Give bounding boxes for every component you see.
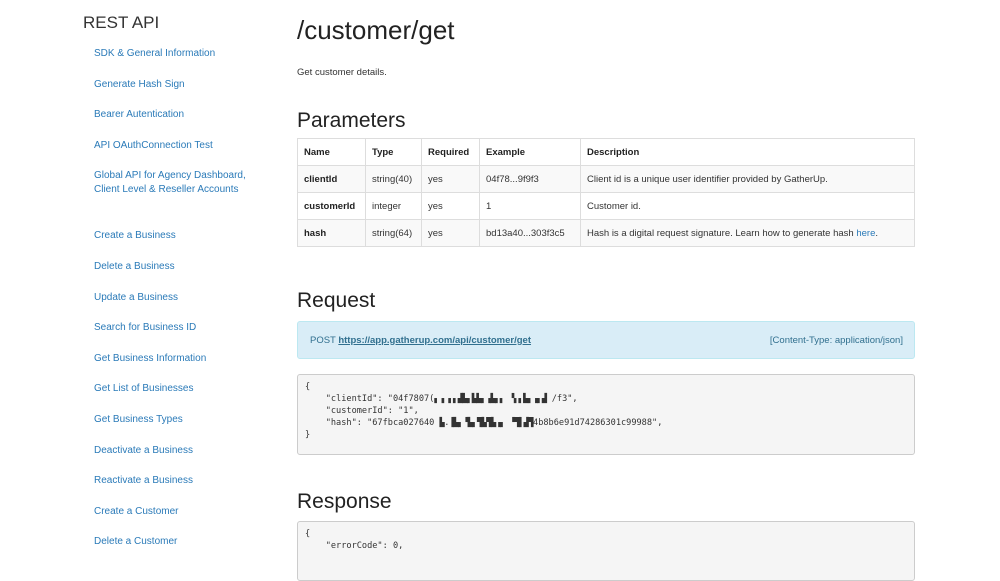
sidebar-link-create-customer[interactable]: Create a Customer	[94, 505, 179, 517]
request-heading: Request	[297, 289, 376, 312]
sidebar-nav: SDK & General Information Generate Hash …	[83, 45, 268, 564]
request-endpoint-bar: POST https://app.gatherup.com/api/custom…	[297, 321, 915, 359]
param-description-suffix: .	[875, 227, 878, 239]
param-type: integer	[365, 192, 422, 220]
column-header-description: Description	[580, 138, 915, 166]
param-required: yes	[421, 192, 480, 220]
sidebar-link-delete-business[interactable]: Delete a Business	[94, 260, 175, 272]
code-text: "hash": "67fbca027640	[305, 418, 435, 428]
parameters-table: Name Type Required Example Description c…	[297, 138, 915, 247]
page-title: /customer/get	[297, 15, 455, 45]
code-text: 4b8b6e91d74286301c99988",	[533, 418, 663, 428]
request-code-block[interactable]: { "clientId": "04f7807(▖▗ ▖▖▟▙▖▙▙▖▗▙▖▖ ▝…	[297, 374, 915, 455]
request-content-type: [Content-Type: application/json]	[769, 334, 903, 346]
sidebar-item: Get Business Information	[83, 350, 268, 381]
param-description: Client id is a unique user identifier pr…	[580, 165, 915, 193]
param-example: 1	[479, 192, 581, 220]
sidebar-link-get-list-of-businesses[interactable]: Get List of Businesses	[94, 383, 194, 395]
request-method: POST	[310, 334, 336, 346]
code-line: {	[305, 529, 311, 539]
code-line-hash: "hash": "67fbca027640 ▙.▐▙▖▝▙▖▜▙▜▙▗▖ ▝▜▌…	[305, 418, 663, 428]
table-header-row: Name Type Required Example Description	[297, 138, 915, 166]
param-description-text: Hash is a digital request signature. Lea…	[587, 227, 857, 239]
sidebar-item: Generate Hash Sign	[83, 76, 268, 107]
sidebar-link-search-business-id[interactable]: Search for Business ID	[94, 322, 197, 334]
sidebar-link-get-business-types[interactable]: Get Business Types	[94, 413, 183, 425]
param-name: hash	[297, 219, 366, 247]
sidebar-item: Update a Business	[83, 289, 268, 320]
sidebar-link-get-business-information[interactable]: Get Business Information	[94, 352, 207, 364]
response-heading: Response	[297, 490, 392, 513]
code-line: "customerId": "1",	[305, 406, 419, 416]
param-description: Hash is a digital request signature. Lea…	[580, 219, 915, 247]
code-text: "clientId": "04f7807(	[305, 394, 435, 404]
sidebar-link-sdk-general-information[interactable]: SDK & General Information	[94, 48, 216, 59]
code-line: {	[305, 382, 311, 392]
table-row: customerId integer yes 1 Customer id.	[297, 192, 915, 220]
sidebar-item: Get Business Types	[83, 411, 268, 442]
sidebar-item: Delete a Customer	[83, 533, 268, 564]
code-text: /f3",	[551, 394, 578, 404]
sidebar-link-global-api[interactable]: Global API for Agency Dashboard, Client …	[94, 170, 246, 196]
column-header-name: Name	[297, 138, 366, 166]
sidebar-item: Reactivate a Business	[83, 472, 268, 503]
param-name: clientId	[297, 165, 366, 193]
param-example: bd13a40...303f3c5	[479, 219, 581, 247]
param-required: yes	[421, 219, 480, 247]
sidebar-item: Deactivate a Business	[83, 442, 268, 473]
sidebar-link-deactivate-business[interactable]: Deactivate a Business	[94, 444, 193, 456]
sidebar-item: Bearer Autentication	[83, 106, 268, 137]
sidebar-item: SDK & General Information	[83, 45, 268, 76]
sidebar-link-create-business[interactable]: Create a Business	[94, 230, 176, 242]
main-content: /customer/get Get customer details. Para…	[297, 0, 915, 581]
page-description: Get customer details.	[297, 67, 387, 78]
table-row: clientId string(40) yes 04f78...9f9f3 Cl…	[297, 165, 915, 193]
column-header-required: Required	[421, 138, 480, 166]
sidebar-item: API OAuthConnection Test	[83, 137, 268, 168]
sidebar-item: Create a Business	[83, 227, 268, 258]
table-row: hash string(64) yes bd13a40...303f3c5 Ha…	[297, 219, 915, 247]
sidebar-link-generate-hash-sign[interactable]: Generate Hash Sign	[94, 78, 185, 90]
param-description: Customer id.	[580, 192, 915, 220]
sidebar-title: REST API	[83, 13, 160, 32]
redacted-value: ▖▗ ▖▖▟▙▖▙▙▖▗▙▖▖ ▝▖▖▙▖▗▖▟	[434, 394, 547, 404]
sidebar-item: Search for Business ID	[83, 319, 268, 350]
sidebar-link-bearer-autentication[interactable]: Bearer Autentication	[94, 109, 185, 121]
request-endpoint: POST https://app.gatherup.com/api/custom…	[310, 335, 531, 346]
code-line: "errorCode": 0,	[305, 541, 404, 551]
response-code-block[interactable]: { "errorCode": 0,	[297, 521, 915, 581]
code-line-client-id: "clientId": "04f7807(▖▗ ▖▖▟▙▖▙▙▖▗▙▖▖ ▝▖▖…	[305, 394, 578, 404]
parameters-heading: Parameters	[297, 109, 406, 132]
param-required: yes	[421, 165, 480, 193]
param-name: customerId	[297, 192, 366, 220]
sidebar-item: Delete a Business	[83, 258, 268, 289]
sidebar-link-update-business[interactable]: Update a Business	[94, 291, 178, 303]
column-header-type: Type	[365, 138, 422, 166]
request-url-link[interactable]: https://app.gatherup.com/api/customer/ge…	[338, 334, 532, 346]
sidebar-item: Create a Customer	[83, 503, 268, 534]
sidebar-link-reactivate-business[interactable]: Reactivate a Business	[94, 475, 193, 487]
sidebar: REST API SDK & General Information Gener…	[83, 0, 268, 564]
param-type: string(40)	[365, 165, 422, 193]
sidebar-link-oauth-connection-test[interactable]: API OAuthConnection Test	[94, 139, 213, 151]
code-line: }	[305, 430, 311, 440]
column-header-example: Example	[479, 138, 581, 166]
param-type: string(64)	[365, 219, 422, 247]
sidebar-item: Global API for Agency Dashboard, Client …	[83, 167, 268, 227]
sidebar-item: Get List of Businesses	[83, 380, 268, 411]
hash-help-link[interactable]: here	[856, 227, 876, 239]
param-example: 04f78...9f9f3	[479, 165, 581, 193]
sidebar-link-delete-customer[interactable]: Delete a Customer	[94, 536, 178, 548]
redacted-value: ▙.▐▙▖▝▙▖▜▙▜▙▗▖ ▝▜▌▟▜	[439, 418, 534, 428]
